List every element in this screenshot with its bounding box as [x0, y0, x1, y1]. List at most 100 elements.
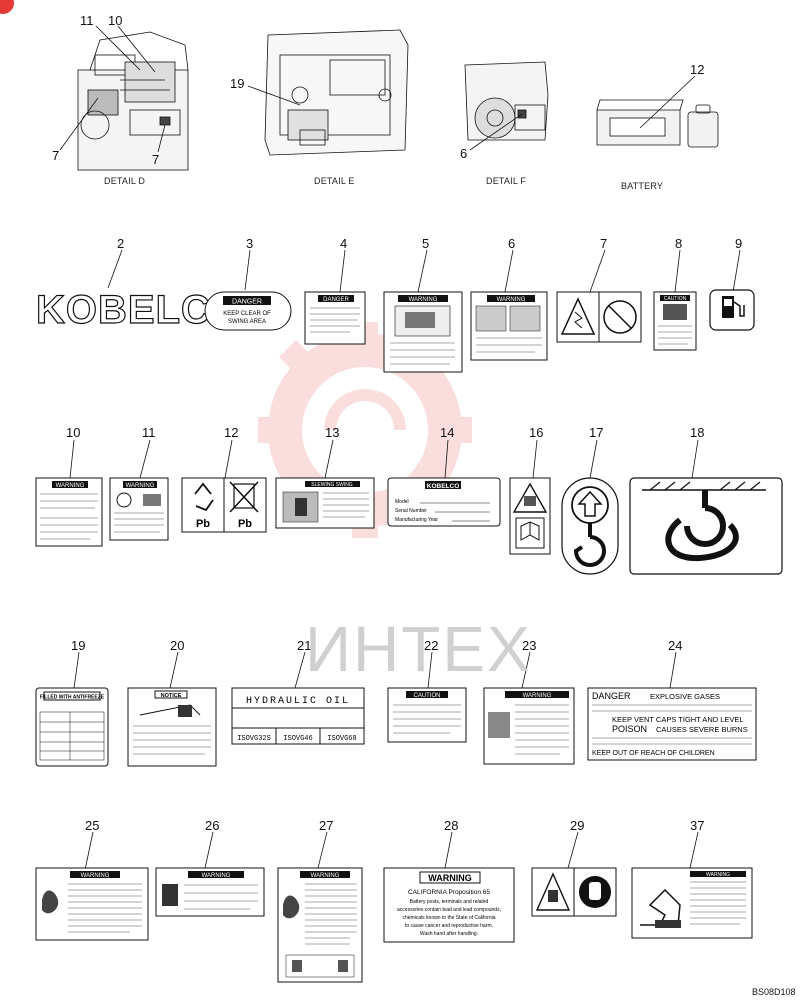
decal-9 [709, 289, 755, 331]
callout-10: 10 [66, 425, 81, 440]
oil-title: HYDRAULIC OIL [246, 696, 350, 707]
warning-title: WARNING [497, 297, 526, 303]
prop65-line: chemicals known to the State of Californ… [402, 915, 495, 921]
decal-14-nameplate: KOBELCO Model Serial Number Manufacturin… [387, 477, 501, 527]
callout-5: 5 [422, 236, 430, 251]
antifreeze-title: FILLED WITH ANTIFREEZE [40, 695, 105, 701]
decal-22: CAUTION [387, 687, 467, 743]
nameplate-brand: KOBELCO [427, 483, 460, 490]
callout-9: 9 [735, 236, 743, 251]
callout-12: 12 [224, 425, 239, 440]
callout-28: 28 [444, 818, 459, 833]
callout-10: 10 [108, 13, 123, 28]
callout-7: 7 [52, 148, 60, 163]
callout-6: 6 [460, 146, 468, 161]
callout-7: 7 [152, 152, 160, 167]
decal-11: WARNING [109, 477, 169, 541]
callout-7: 7 [600, 236, 608, 251]
danger-line: KEEP VENT CAPS TIGHT AND LEVEL [612, 715, 744, 724]
callout-24: 24 [668, 638, 683, 653]
decal-4: DANGER [304, 291, 366, 345]
decal-8: CAUTION [653, 291, 697, 351]
decal-28-prop65: WARNING CALIFORNIA Proposition 65 Batter… [383, 867, 515, 943]
battery-drawing [596, 99, 719, 148]
oil-grade: ISOVG32S [237, 735, 271, 743]
callout-6: 6 [508, 236, 516, 251]
decal-13: SLEWING SWING [275, 477, 375, 529]
detail-d-label: DETAIL D [104, 176, 146, 186]
nameplate-year: Manufacturing Year [395, 517, 438, 523]
prop65-line: accessories contain lead and lead compou… [397, 907, 501, 913]
prop65-line: to cause cancer and reproductive harm. [405, 923, 493, 929]
battery-label: BATTERY [621, 181, 664, 191]
callout-25: 25 [85, 818, 100, 833]
decal-19: FILLED WITH ANTIFREEZE [35, 687, 109, 767]
decal-5: WARNING [383, 291, 463, 373]
decal-17-hook [561, 477, 619, 575]
decal-6: WARNING [470, 291, 548, 361]
oil-grade: ISOVG68 [327, 735, 356, 743]
prop65-line: Wash hand after handling. [420, 931, 478, 937]
decal-18-hook-large [629, 477, 783, 575]
nameplate-model: Model [395, 499, 409, 505]
decal-24-battery-danger: DANGER EXPLOSIVE GASES KEEP VENT CAPS TI… [587, 687, 757, 761]
warning-title: WARNING [56, 483, 85, 489]
decal-26: WARNING [155, 867, 265, 917]
decal-10: WARNING [35, 477, 103, 547]
warning-title: WARNING [311, 873, 340, 879]
warning-title: WARNING [202, 873, 231, 879]
callout-17: 17 [589, 425, 604, 440]
oil-grade: ISOVG46 [283, 735, 312, 743]
caution-title: CAUTION [414, 693, 441, 699]
warning-title: WARNING [523, 693, 552, 699]
callout-12: 12 [690, 62, 705, 77]
danger-title: DANGER [323, 297, 349, 303]
detail-e-plate [264, 29, 409, 156]
callout-2: 2 [117, 236, 125, 251]
callout-11: 11 [80, 13, 94, 28]
warning-title: WARNING [706, 872, 730, 878]
danger-line: KEEP CLEAR OF [223, 311, 271, 317]
row4-leaders [84, 831, 699, 871]
watermark-text: ИНТЕХ [305, 613, 532, 685]
decal-7 [556, 291, 642, 343]
decal-29 [531, 867, 617, 917]
detail-f-pump [464, 61, 549, 141]
danger-title: DANGER [232, 299, 262, 306]
detail-d-engine [77, 31, 189, 171]
danger-line: KEEP OUT OF REACH OF CHILDREN [592, 750, 715, 757]
decal-danger-swing: DANGER KEEP CLEAR OF SWING AREA [204, 291, 292, 331]
decal-23: WARNING [483, 687, 575, 765]
top-leaders [59, 25, 696, 153]
callout-16: 16 [529, 425, 544, 440]
callout-3: 3 [246, 236, 254, 251]
warning-title: WARNING [126, 483, 155, 489]
callout-8: 8 [675, 236, 683, 251]
poison-word: POISON [612, 724, 647, 734]
pb-mark: Pb [196, 518, 210, 530]
corner-badge [0, 0, 14, 14]
callout-29: 29 [570, 818, 585, 833]
decal-27: WARNING [277, 867, 363, 983]
callout-20: 20 [170, 638, 185, 653]
callout-21: 21 [297, 638, 312, 653]
warning-title: WARNING [428, 873, 472, 883]
decal-16 [509, 477, 551, 555]
danger-line: EXPLOSIVE GASES [650, 692, 720, 701]
warning-title: WARNING [81, 873, 110, 879]
row2-leaders [69, 439, 699, 479]
notice-title: NOTICE [161, 693, 182, 699]
callout-14: 14 [440, 425, 455, 440]
callout-23: 23 [522, 638, 537, 653]
caution-title: CAUTION [664, 296, 687, 302]
prop65-subtitle: CALIFORNIA Proposition 65 [408, 889, 490, 896]
decal-20: NOTICE [127, 687, 217, 767]
callout-26: 26 [205, 818, 220, 833]
row1-leaders [107, 249, 741, 293]
callout-27: 27 [319, 818, 334, 833]
callout-22: 22 [424, 638, 439, 653]
callout-19: 19 [230, 76, 245, 91]
decal-37: WARNING [631, 867, 753, 939]
figure-code: BS08D108 [752, 987, 796, 997]
